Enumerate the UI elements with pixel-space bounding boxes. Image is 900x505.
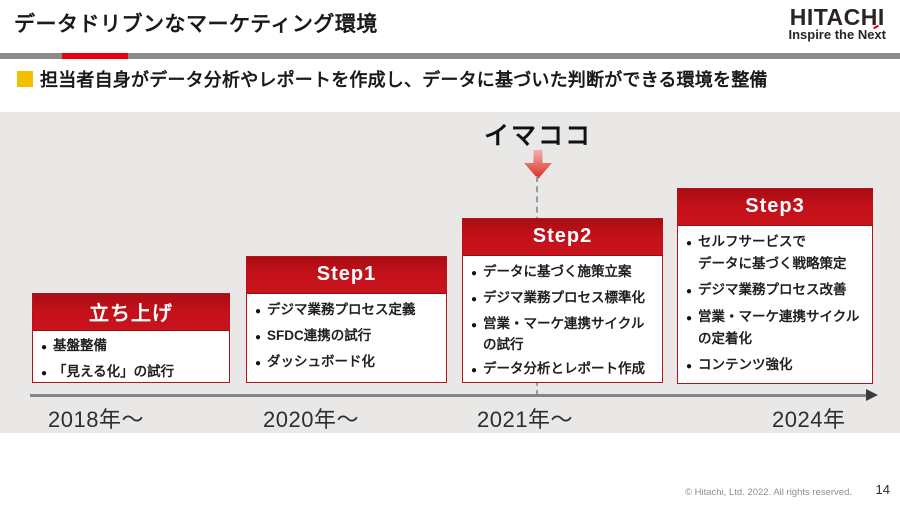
page-number: 14: [875, 482, 890, 497]
step-box-step3-title: Step3: [677, 188, 873, 226]
step-box-step2-body: データに基づく施策立案 デジマ業務プロセス標準化 営業・マーケ連携サイクル の試…: [463, 255, 662, 381]
bullet-icon: [471, 261, 477, 284]
tagline-text: Inspire the Next: [788, 27, 886, 42]
step-box-step1-body: デジマ業務プロセス定義 SFDC連携の試行 ダッシュボード化: [247, 293, 446, 374]
subtitle-row: 担当者自身がデータ分析やレポートを作成し、データに基づいた判断ができる環境を整備: [17, 66, 768, 92]
year-label-2020: 2020年〜: [263, 407, 359, 432]
bullet-icon: [686, 354, 692, 377]
subtitle-text: 担当者自身がデータ分析やレポートを作成し、データに基づいた判断ができる環境を整備: [40, 70, 768, 90]
year-label-2018: 2018年〜: [48, 407, 144, 432]
bullet-item: セルフサービスで データに基づく戦略策定: [686, 231, 868, 275]
now-label: イマココ: [483, 122, 592, 150]
bullet-icon: [41, 361, 47, 384]
content-area: イマココ 立ち上げ 基盤整備 「見える化」の試行: [0, 112, 900, 433]
bullet-item: コンテンツ強化: [686, 354, 868, 377]
step-box-step1-title: Step1: [246, 256, 447, 294]
hitachi-wordmark: HITACHI: [789, 4, 885, 30]
step-box-launch: 立ち上げ 基盤整備 「見える化」の試行: [32, 293, 230, 383]
bullet-item: ダッシュボード化: [255, 351, 442, 374]
bullet-item: デジマ業務プロセス標準化: [471, 287, 658, 310]
bullet-icon: [686, 279, 692, 302]
bullet-item: データ分析とレポート作成: [471, 358, 658, 381]
step-box-step3: Step3 セルフサービスで データに基づく戦略策定 デジマ業務プロセス改善 営…: [677, 188, 873, 384]
step-box-launch-title: 立ち上げ: [32, 293, 230, 331]
bullet-item: 基盤整備: [41, 335, 225, 358]
hitachi-tagline: Inspire the Next: [788, 24, 886, 42]
hitachi-logo: HITACHI Inspire the Next: [788, 6, 886, 42]
bullet-icon: [686, 231, 692, 254]
title-underline: [0, 53, 900, 59]
bullet-icon: [255, 325, 261, 348]
bullet-item: 営業・マーケ連携サイクル の試行: [471, 313, 658, 355]
bullet-icon: [255, 299, 261, 322]
timeline-axis: [30, 394, 868, 397]
copyright-text: © Hitachi, Ltd. 2022. All rights reserve…: [685, 487, 852, 498]
step-box-step2: Step2 データに基づく施策立案 デジマ業務プロセス標準化 営業・マーケ連携サ…: [462, 218, 663, 383]
bullet-icon: [471, 358, 477, 381]
step-box-step1: Step1 デジマ業務プロセス定義 SFDC連携の試行 ダッシュボード化: [246, 256, 447, 383]
timeline-arrowhead-icon: [866, 389, 878, 401]
step-box-step2-title: Step2: [462, 218, 663, 256]
down-arrow-icon: [524, 150, 552, 179]
yellow-square-icon: [17, 71, 33, 87]
year-label-2021: 2021年〜: [477, 407, 573, 432]
bullet-icon: [686, 306, 692, 329]
bullet-icon: [471, 287, 477, 310]
step-box-launch-body: 基盤整備 「見える化」の試行: [33, 330, 229, 384]
bullet-icon: [471, 313, 477, 336]
step-box-step3-body: セルフサービスで データに基づく戦略策定 デジマ業務プロセス改善 営業・マーケ連…: [678, 225, 872, 377]
bullet-icon: [255, 351, 261, 374]
title-underline-accent: [62, 53, 128, 59]
bullet-item: デジマ業務プロセス定義: [255, 299, 442, 322]
bullet-item: 営業・マーケ連携サイクル の定着化: [686, 306, 868, 350]
bullet-item: データに基づく施策立案: [471, 261, 658, 284]
year-label-2024: 2024年: [772, 407, 846, 432]
bullet-item: 「見える化」の試行: [41, 361, 225, 384]
bullet-item: SFDC連携の試行: [255, 325, 442, 348]
page-title: データドリブンなマーケティング環境: [14, 13, 378, 36]
bullet-item: デジマ業務プロセス改善: [686, 279, 868, 302]
bullet-icon: [41, 335, 47, 358]
